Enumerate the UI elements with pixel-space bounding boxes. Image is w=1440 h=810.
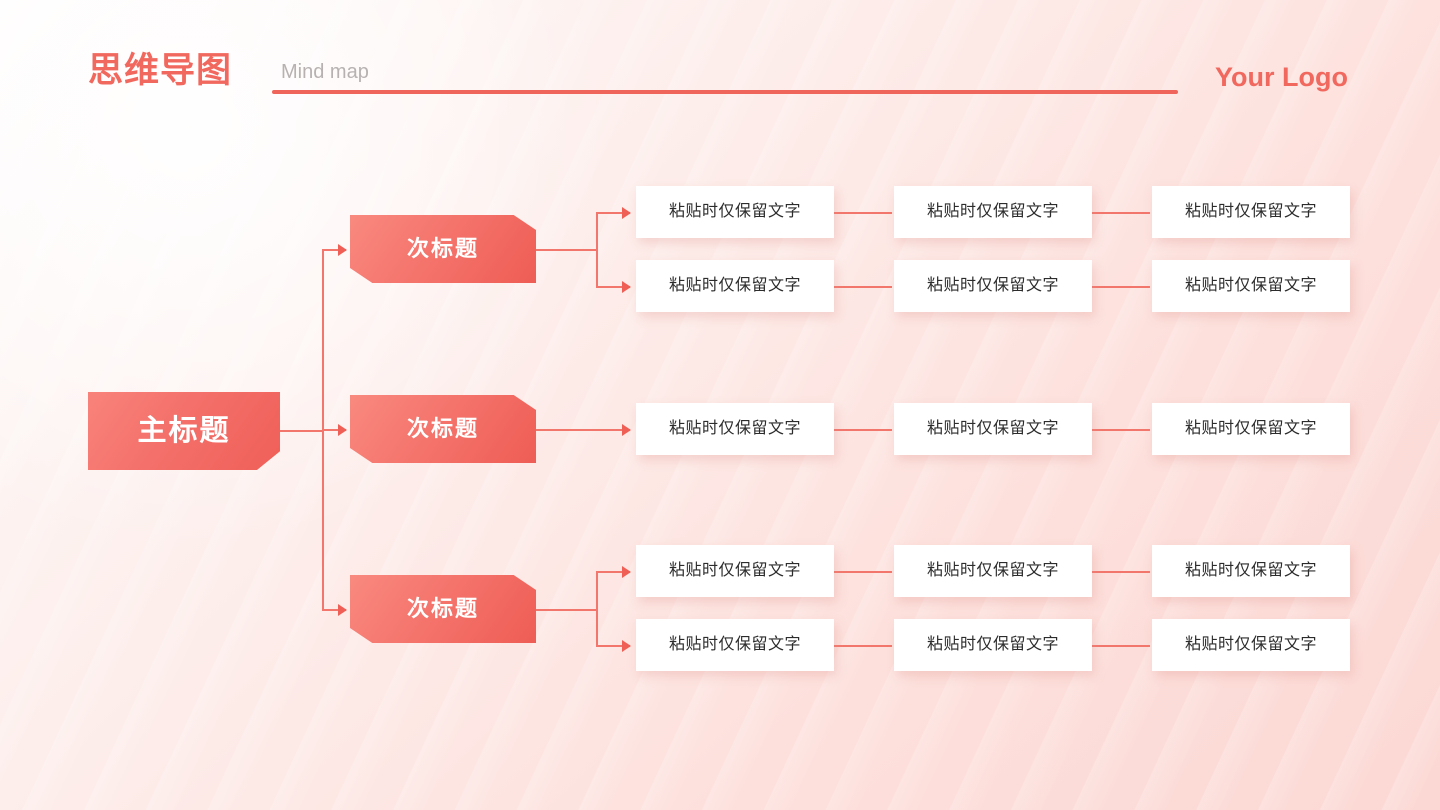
arrow-branch-2: [338, 424, 347, 436]
arrow-branch-1: [338, 244, 347, 256]
page-subtitle: Mind map: [281, 61, 369, 83]
leaf-label: 粘贴时仅保留文字: [1184, 636, 1317, 653]
connector-b1r1-col1-col2: [834, 212, 892, 214]
slide-header: 思维导图 Mind map Your Logo: [0, 0, 1440, 120]
node-branch-2[interactable]: 次标题: [350, 395, 536, 463]
leaf-b2-r1-c1[interactable]: 粘贴时仅保留文字: [636, 403, 834, 455]
arrow-branch-2-leaf-1: [622, 424, 631, 436]
connector-b1r1-col2-col3: [1092, 212, 1150, 214]
leaf-b1-r1-c2[interactable]: 粘贴时仅保留文字: [894, 186, 1092, 238]
leaf-b3-r2-c3[interactable]: 粘贴时仅保留文字: [1152, 619, 1350, 671]
connector-branch-1-stem: [536, 249, 598, 251]
leaf-label: 粘贴时仅保留文字: [668, 277, 801, 294]
leaf-b1-r2-c2[interactable]: 粘贴时仅保留文字: [894, 260, 1092, 312]
connector-branch-3-leaf-2: [596, 645, 630, 647]
leaf-b2-r1-c2[interactable]: 粘贴时仅保留文字: [894, 403, 1092, 455]
leaf-b1-r1-c3[interactable]: 粘贴时仅保留文字: [1152, 186, 1350, 238]
leaf-b1-r2-c3[interactable]: 粘贴时仅保留文字: [1152, 260, 1350, 312]
connector-b1r2-col2-col3: [1092, 286, 1150, 288]
leaf-b2-r1-c3[interactable]: 粘贴时仅保留文字: [1152, 403, 1350, 455]
connector-branch-3-bracket: [596, 572, 598, 646]
leaf-label: 粘贴时仅保留文字: [926, 562, 1059, 579]
leaf-b3-r1-c2[interactable]: 粘贴时仅保留文字: [894, 545, 1092, 597]
connector-b1r2-col1-col2: [834, 286, 892, 288]
node-branch-2-label: 次标题: [406, 416, 479, 441]
connector-branch-3-stem: [536, 609, 598, 611]
node-branch-3[interactable]: 次标题: [350, 575, 536, 643]
leaf-label: 粘贴时仅保留文字: [668, 203, 801, 220]
leaf-label: 粘贴时仅保留文字: [926, 420, 1059, 437]
connector-branch-2-stem: [536, 429, 630, 431]
leaf-label: 粘贴时仅保留文字: [926, 277, 1059, 294]
connector-b3r1-col1-col2: [834, 571, 892, 573]
arrow-branch-3-leaf-2: [622, 640, 631, 652]
connector-branch-3-leaf-1: [596, 571, 630, 573]
arrow-branch-1-leaf-2: [622, 281, 631, 293]
header-divider: [272, 90, 1178, 94]
connector-b3r2-col1-col2: [834, 645, 892, 647]
page-title: 思维导图: [88, 51, 233, 90]
arrow-branch-3-leaf-1: [622, 566, 631, 578]
connector-branch-1-leaf-1: [596, 212, 630, 214]
arrow-branch-3: [338, 604, 347, 616]
connector-trunk-to-branch-2: [322, 429, 346, 431]
node-root-label: 主标题: [137, 415, 231, 447]
node-branch-1-label: 次标题: [406, 236, 479, 261]
arrow-branch-1-leaf-1: [622, 207, 631, 219]
connector-trunk-to-branch-1: [322, 249, 346, 251]
leaf-label: 粘贴时仅保留文字: [1184, 203, 1317, 220]
leaf-b1-r1-c1[interactable]: 粘贴时仅保留文字: [636, 186, 834, 238]
leaf-label: 粘贴时仅保留文字: [1184, 562, 1317, 579]
connector-b3r1-col2-col3: [1092, 571, 1150, 573]
leaf-label: 粘贴时仅保留文字: [668, 562, 801, 579]
connector-b2r1-col1-col2: [834, 429, 892, 431]
connector-root-to-trunk: [280, 430, 324, 432]
logo: Your Logo: [1215, 62, 1348, 92]
connector-b3r2-col2-col3: [1092, 645, 1150, 647]
leaf-label: 粘贴时仅保留文字: [1184, 277, 1317, 294]
node-branch-3-label: 次标题: [406, 596, 479, 621]
node-root[interactable]: 主标题: [88, 392, 280, 470]
leaf-label: 粘贴时仅保留文字: [926, 636, 1059, 653]
leaf-label: 粘贴时仅保留文字: [926, 203, 1059, 220]
leaf-label: 粘贴时仅保留文字: [668, 636, 801, 653]
leaf-b3-r1-c3[interactable]: 粘贴时仅保留文字: [1152, 545, 1350, 597]
leaf-b1-r2-c1[interactable]: 粘贴时仅保留文字: [636, 260, 834, 312]
connector-trunk-to-branch-3: [322, 609, 346, 611]
leaf-b3-r2-c2[interactable]: 粘贴时仅保留文字: [894, 619, 1092, 671]
connector-b2r1-col2-col3: [1092, 429, 1150, 431]
node-branch-1[interactable]: 次标题: [350, 215, 536, 283]
leaf-label: 粘贴时仅保留文字: [668, 420, 801, 437]
connector-branch-1-leaf-2: [596, 286, 630, 288]
leaf-b3-r2-c1[interactable]: 粘贴时仅保留文字: [636, 619, 834, 671]
leaf-label: 粘贴时仅保留文字: [1184, 420, 1317, 437]
connector-branch-1-bracket: [596, 213, 598, 287]
leaf-b3-r1-c1[interactable]: 粘贴时仅保留文字: [636, 545, 834, 597]
